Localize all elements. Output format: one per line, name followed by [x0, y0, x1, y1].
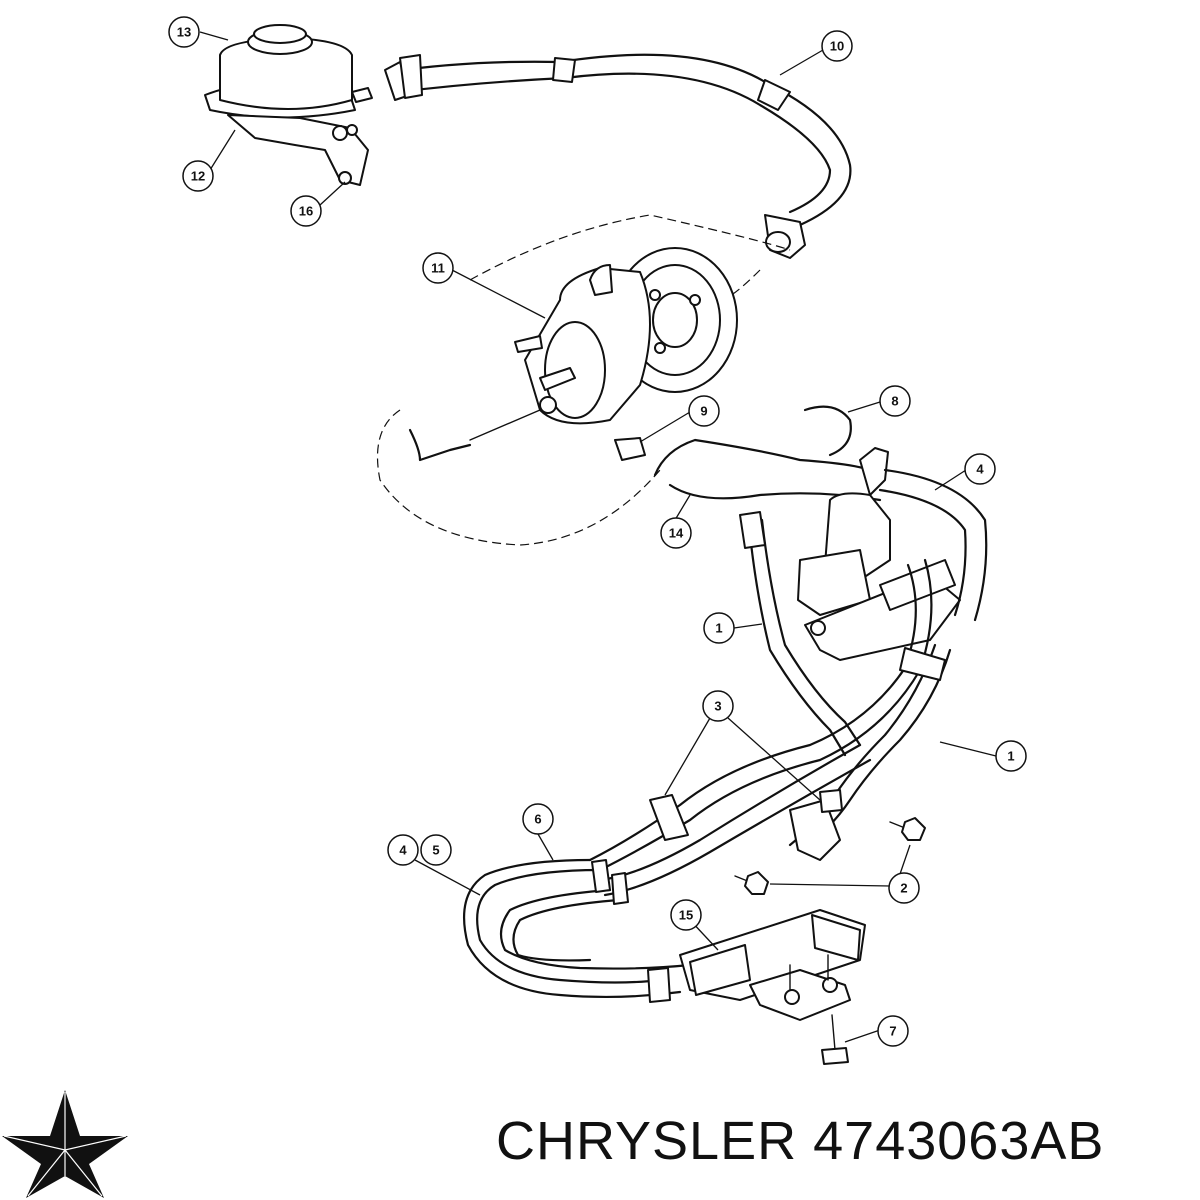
pressure-hose: [614, 437, 882, 502]
chrysler-pentastar-icon: [2, 1090, 128, 1198]
tube-bundle: [588, 558, 952, 897]
reservoir-assembly: [204, 24, 373, 186]
callout-5-label: 5: [432, 843, 439, 858]
oil-cooler: [679, 909, 866, 1021]
callout-11: 11: [422, 252, 454, 284]
callout-15-label: 15: [679, 908, 693, 923]
callout-10: 10: [821, 30, 853, 62]
fitting-1: [739, 511, 766, 549]
part-number: 4743063AB: [813, 1111, 1105, 1171]
callout-1-right: 1: [995, 740, 1027, 772]
pressure-line-1-left: [746, 513, 847, 757]
tube-4-right-inner: [878, 488, 967, 617]
callout-8: 8: [879, 385, 911, 417]
return-hose: [384, 53, 852, 259]
brand-part-number: CHRYSLER 4743063AB: [496, 1110, 1104, 1172]
callout-9-label: 9: [700, 404, 707, 419]
callout-13: 13: [168, 16, 200, 48]
callout-5: 5: [420, 834, 452, 866]
callout-4-lower: 4: [387, 834, 419, 866]
callout-14-label: 14: [669, 526, 684, 541]
pressure-line-1-left-inner: [760, 518, 862, 747]
callout-9: 9: [688, 395, 720, 427]
callout-14: 14: [660, 517, 692, 549]
callout-16: 16: [290, 195, 322, 227]
callout-1-left-label: 1: [715, 621, 722, 636]
callout-6: 6: [522, 803, 554, 835]
callout-15: 15: [670, 899, 702, 931]
callout-1-left: 1: [703, 612, 735, 644]
callout-12-label: 12: [191, 169, 205, 184]
callout-3: 3: [702, 690, 734, 722]
callout-1-right-label: 1: [1007, 749, 1014, 764]
callout-3-label: 3: [714, 699, 721, 714]
pump-inlet-hose: [408, 428, 472, 462]
leader-lines: [199, 31, 997, 1043]
steering-gear: [797, 447, 961, 661]
callout-8-label: 8: [891, 394, 898, 409]
callout-4-upper-label: 4: [976, 462, 984, 477]
pump-inlet-line: [469, 409, 541, 441]
callout-7-label: 7: [889, 1024, 896, 1039]
callout-6-label: 6: [534, 812, 541, 827]
callout-4-lower-label: 4: [399, 843, 407, 858]
callout-16-label: 16: [299, 204, 313, 219]
bolt-2-left: [734, 871, 769, 895]
callout-2: 2: [888, 872, 920, 904]
callout-2-label: 2: [900, 881, 907, 896]
bolt-7: [821, 1014, 849, 1065]
callout-13-label: 13: [177, 25, 191, 40]
tube-4-right: [883, 468, 988, 622]
callout-11-label: 11: [431, 261, 445, 276]
callout-10-label: 10: [830, 39, 844, 54]
routing-dash-upper: [469, 214, 791, 281]
bolt-2-right: [889, 817, 926, 841]
clip-8: [803, 405, 852, 457]
callout-7: 7: [877, 1015, 909, 1047]
callout-12: 12: [182, 160, 214, 192]
power-steering-pump: [514, 247, 738, 425]
callout-4-upper: 4: [964, 453, 996, 485]
brand-name: CHRYSLER: [496, 1111, 798, 1171]
cooler-lines: [462, 858, 692, 1003]
routing-dash-left: [376, 409, 661, 546]
